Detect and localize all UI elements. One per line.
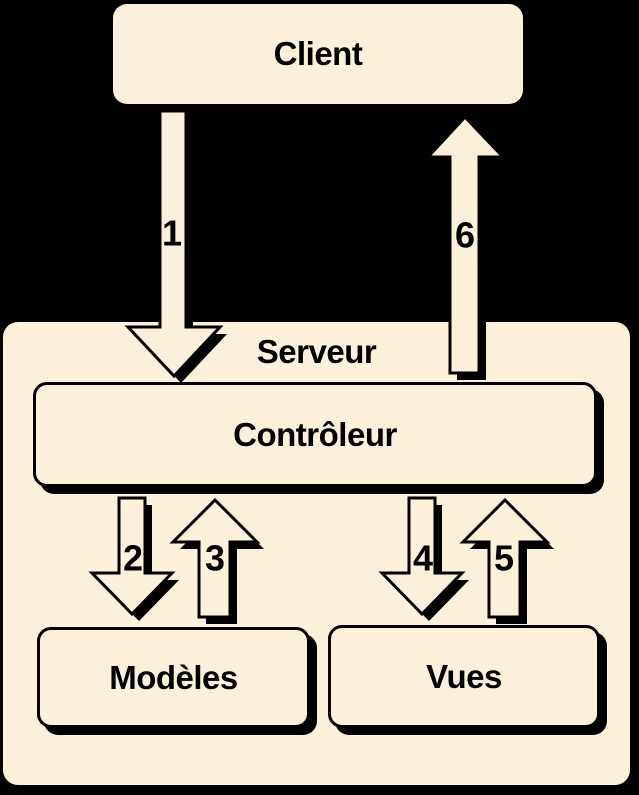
client-label: Client bbox=[273, 35, 363, 72]
server-container: Serveur Contrôleur Modèles Vues bbox=[3, 322, 630, 785]
client-box: Client bbox=[113, 4, 523, 104]
arrow-1-label: 1 bbox=[162, 213, 182, 254]
server-label: Serveur bbox=[256, 333, 377, 370]
models-box: Modèles bbox=[37, 627, 310, 728]
arrow-6-label: 6 bbox=[455, 215, 475, 256]
models-label: Modèles bbox=[109, 658, 238, 696]
controller-box: Contrôleur bbox=[33, 382, 597, 487]
views-box: Vues bbox=[328, 625, 600, 728]
views-label: Vues bbox=[426, 657, 502, 695]
controller-label: Contrôleur bbox=[233, 415, 397, 453]
